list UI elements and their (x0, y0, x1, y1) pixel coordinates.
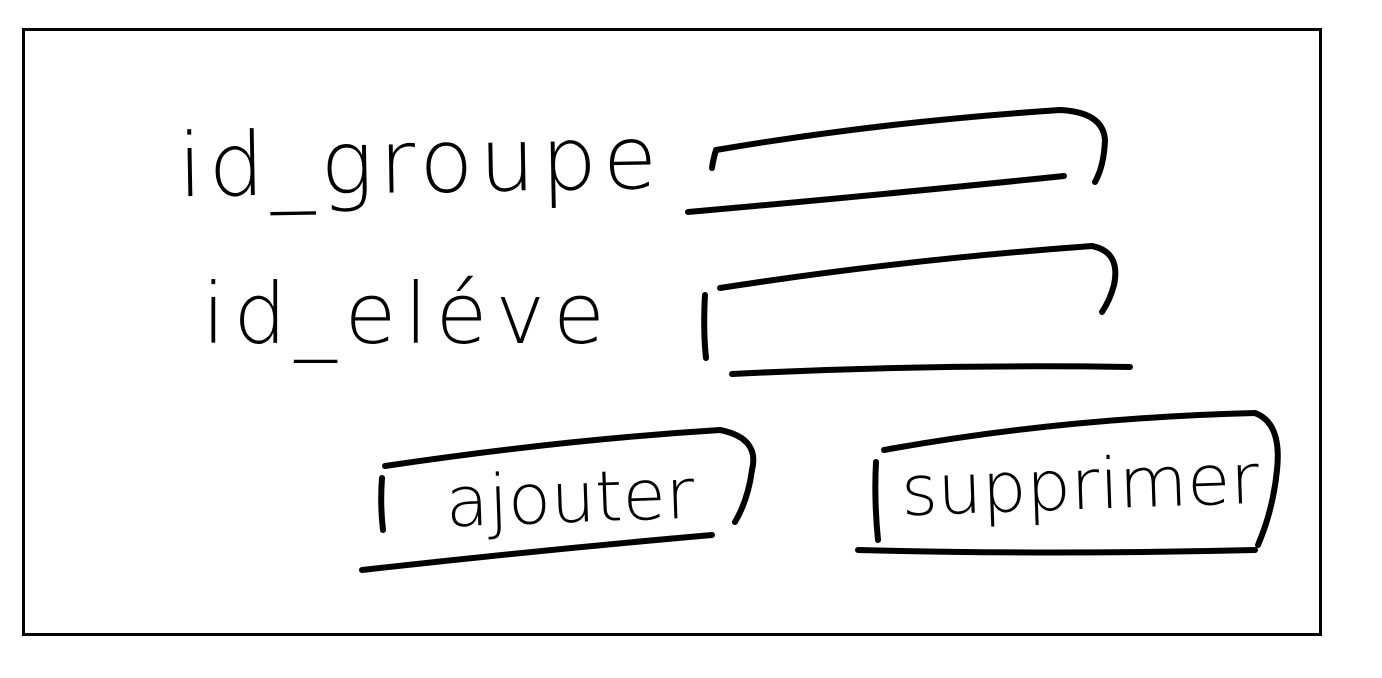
window-frame (22, 28, 1322, 636)
delete-button[interactable]: supprimer (888, 423, 1272, 546)
add-button[interactable]: ajouter (388, 444, 751, 553)
id-eleve-input[interactable] (720, 261, 1114, 359)
id-groupe-label: id_groupe (177, 105, 664, 218)
id-eleve-label: id_eléve (202, 265, 613, 363)
